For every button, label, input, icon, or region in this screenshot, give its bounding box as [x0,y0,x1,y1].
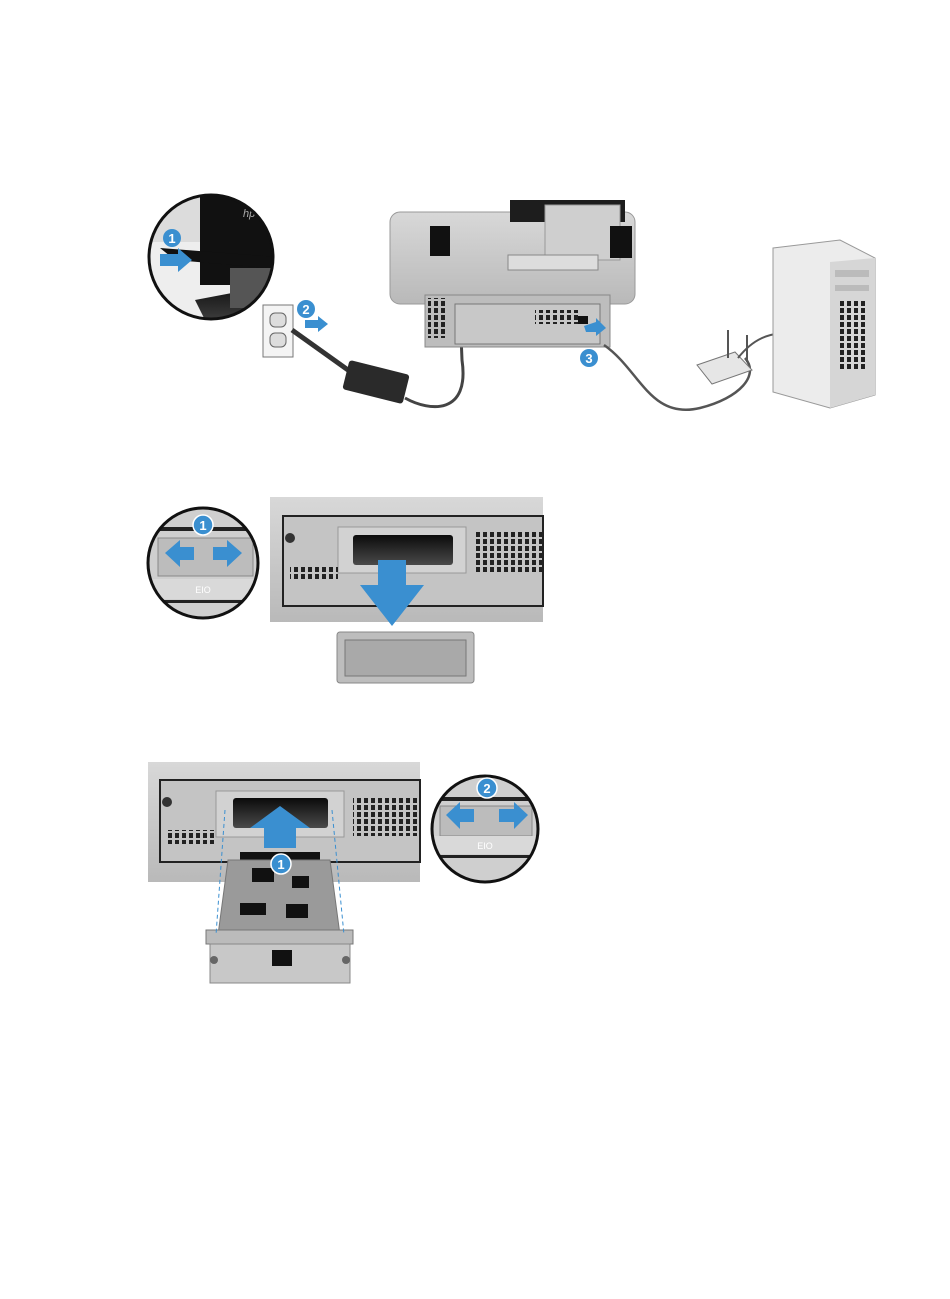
figure-remove-eio-cover: EIO 1 [146,497,544,684]
callout-1: 1 [168,231,175,246]
arrow-down-icon [360,560,424,626]
power-adapter [342,360,410,404]
eio-cover-plate [336,631,475,684]
callout-2: 2 [483,781,490,796]
arrow-left-icon [165,540,194,567]
arrow-right-icon [499,802,528,829]
callout-1-circle [163,229,181,247]
eio-label: EIO [477,841,493,851]
callout-3: 3 [585,351,592,366]
eio-card [205,852,354,984]
arrow-left-icon [446,802,474,829]
arrow-right-icon [305,316,328,332]
callout-1: 1 [199,518,206,533]
figure-connect-cables: hp 1 2 [145,193,880,425]
arrow-right-icon [160,248,192,272]
callout-1: 1 [277,857,284,872]
arrow-right-icon [213,540,242,567]
power-cable [404,309,465,409]
eio-label: EIO [195,585,211,595]
scanner-rear [389,200,636,348]
computer-tower [772,239,876,409]
figure-install-eio-card: 1 EIO 2 [148,762,540,984]
arrow-up-icon [250,806,310,848]
network-cable [603,343,752,411]
callout-2: 2 [302,302,309,317]
closeup-frame [147,193,275,321]
wall-outlet [262,304,294,358]
